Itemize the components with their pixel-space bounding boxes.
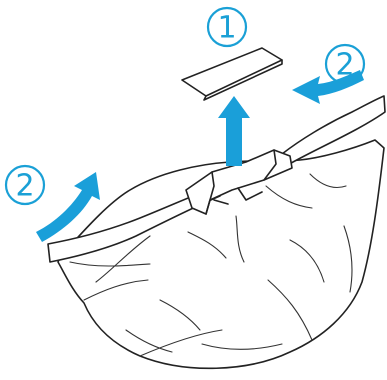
bag-crease bbox=[69, 261, 151, 267]
bag-crease bbox=[159, 299, 201, 331]
step-label-1: 1 bbox=[206, 6, 248, 48]
lid-piece bbox=[181, 47, 283, 97]
arrow-up-icon bbox=[218, 96, 250, 166]
bag-right-rim bbox=[281, 95, 386, 167]
step-number: 2 bbox=[335, 48, 354, 83]
bag-crease bbox=[343, 225, 353, 293]
bag-crease bbox=[309, 173, 347, 189]
step-ring bbox=[4, 164, 46, 206]
bag-crease bbox=[235, 215, 245, 263]
curved-arrow-icon bbox=[292, 70, 364, 104]
bag-crease bbox=[125, 329, 173, 353]
bag-clip-edge bbox=[263, 149, 277, 181]
bag-crease bbox=[95, 235, 151, 283]
bag-crease bbox=[187, 231, 227, 259]
bag-clip-edge bbox=[205, 171, 215, 215]
step-ring bbox=[324, 43, 366, 85]
bag-crease bbox=[83, 279, 149, 301]
bag-clip-edge bbox=[213, 199, 229, 205]
bag-body bbox=[57, 139, 385, 370]
bag-crease bbox=[289, 239, 325, 283]
step-label-2-right: 2 bbox=[324, 43, 366, 85]
lid-piece-edge bbox=[203, 59, 283, 101]
bag-clip-edge bbox=[237, 187, 263, 201]
step-ring bbox=[206, 6, 248, 48]
step-number: 2 bbox=[15, 169, 34, 204]
bag-crease bbox=[267, 279, 313, 341]
bag-illustration bbox=[47, 95, 386, 370]
curved-arrow-icon bbox=[36, 172, 100, 242]
bag-crease bbox=[201, 343, 283, 350]
bag-crease bbox=[265, 185, 313, 209]
bag-crease bbox=[139, 329, 223, 357]
step-label-2-left: 2 bbox=[4, 164, 46, 206]
step-number: 1 bbox=[217, 11, 236, 46]
